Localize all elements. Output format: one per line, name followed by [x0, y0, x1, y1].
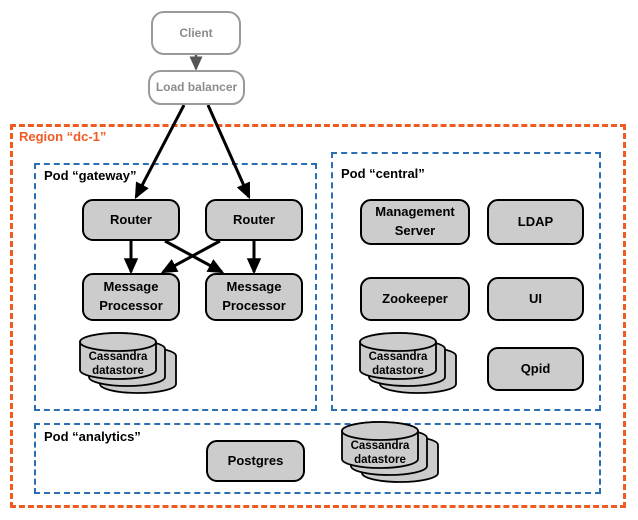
node-router-2[interactable]: Router: [205, 199, 303, 241]
node-message-processor-2-label-line1: Message: [226, 279, 282, 295]
node-zookeeper-label: Zookeeper: [382, 291, 448, 307]
pod-central-label: Pod “central”: [338, 166, 428, 181]
node-ui-label: UI: [529, 291, 542, 307]
region-dc-1-frame: [10, 124, 626, 508]
node-message-processor-1-label-line1: Message: [103, 279, 159, 295]
node-ui[interactable]: UI: [487, 277, 584, 321]
node-qpid[interactable]: Qpid: [487, 347, 584, 391]
datastore-cassandra-gateway[interactable]: Cassandra datastore: [78, 332, 200, 400]
node-router-1-label: Router: [110, 212, 152, 228]
node-management-server[interactable]: Management Server: [360, 199, 470, 245]
node-ldap-label: LDAP: [517, 214, 554, 230]
node-router-1[interactable]: Router: [82, 199, 180, 241]
node-zookeeper[interactable]: Zookeeper: [360, 277, 470, 321]
node-message-processor-1-label-line2: Processor: [99, 298, 163, 313]
node-load-balancer[interactable]: Load balancer: [148, 70, 245, 105]
datastore-cassandra-analytics[interactable]: Cassandra datastore: [340, 421, 462, 489]
region-dc-1-label: Region “dc-1”: [16, 129, 110, 144]
node-postgres-label: Postgres: [227, 453, 284, 469]
datastore-cassandra-central[interactable]: Cassandra datastore: [358, 332, 480, 400]
node-message-processor-2-label-line2: Processor: [222, 298, 286, 313]
node-router-2-label: Router: [233, 212, 275, 228]
node-client[interactable]: Client: [151, 11, 241, 55]
node-postgres[interactable]: Postgres: [206, 440, 305, 482]
pod-analytics-label: Pod “analytics”: [41, 429, 144, 444]
node-ldap[interactable]: LDAP: [487, 199, 584, 245]
cylinder-stack-icon: [341, 421, 439, 483]
cylinder-stack-icon: [79, 332, 177, 394]
node-management-server-label-line1: Management: [375, 204, 455, 220]
pod-analytics-frame: [34, 423, 601, 494]
pod-gateway-label: Pod “gateway”: [41, 168, 140, 183]
node-message-processor-2[interactable]: Message Processor: [205, 273, 303, 321]
node-message-processor-1[interactable]: Message Processor: [82, 273, 180, 321]
pod-central-frame: [331, 152, 601, 411]
node-management-server-label-line2: Server: [394, 223, 436, 238]
node-qpid-label: Qpid: [520, 361, 551, 377]
node-client-label: Client: [179, 25, 213, 40]
cylinder-stack-icon: [359, 332, 457, 394]
node-load-balancer-label: Load balancer: [155, 80, 238, 95]
